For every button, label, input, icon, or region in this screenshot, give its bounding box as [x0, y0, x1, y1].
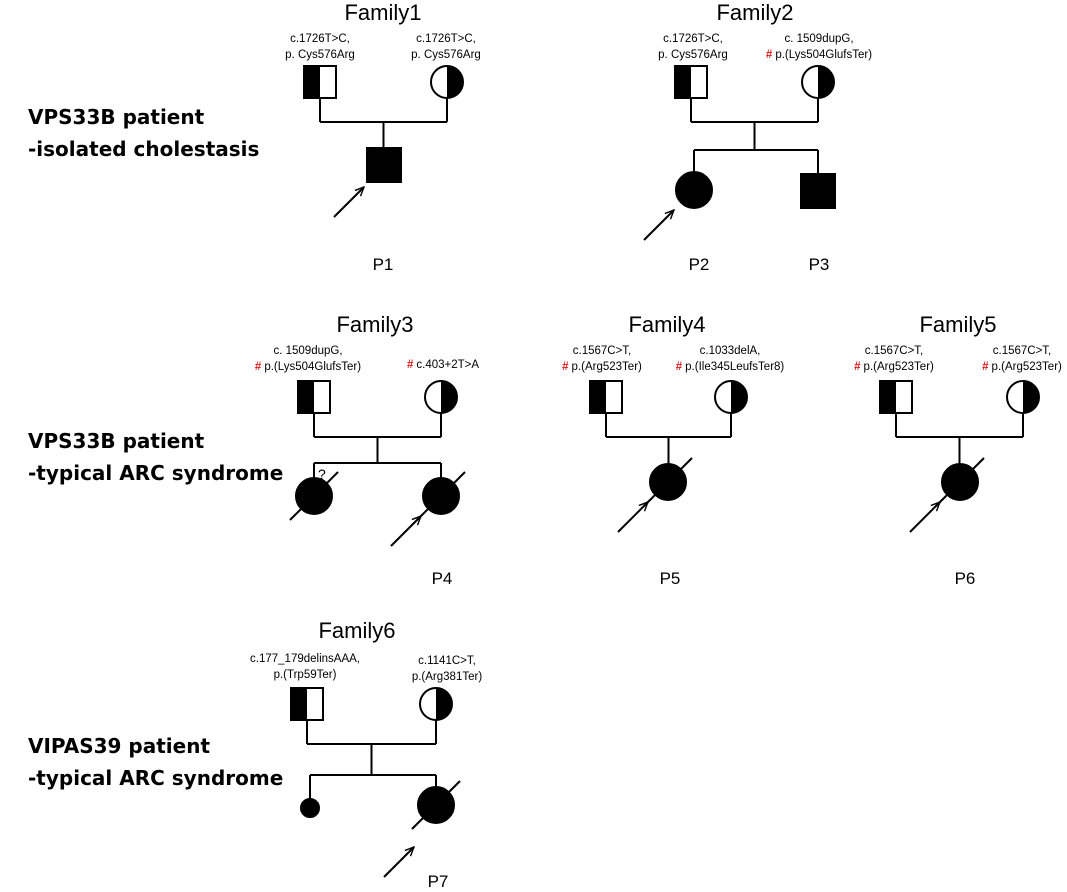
group-heading-line: -isolated cholestasis	[28, 137, 260, 161]
flag-hash-mark: #	[562, 361, 569, 373]
flag-hash-mark: #	[406, 359, 414, 371]
variant-line: p. Cys576Arg	[411, 49, 481, 61]
mother-variant: c. 1509dupG, #p.(Lys504GlufsTer)	[729, 31, 909, 63]
flag-hash-mark: #	[765, 49, 773, 61]
patient-label: P5	[659, 569, 681, 588]
variant-line: #p.(Arg523Ter)	[854, 361, 934, 373]
variant-line: c.1726T>C,	[290, 33, 350, 45]
carrier-mother-fill	[447, 66, 463, 98]
variant-line: c.1726T>C,	[416, 33, 476, 45]
father-variant: c.1726T>C, p. Cys576Arg	[603, 31, 783, 63]
family-title: Family6	[318, 618, 396, 643]
patient-label: P2	[688, 255, 710, 274]
group-heading-line: VPS33B patient	[28, 105, 205, 129]
variant-line: c.1726T>C,	[663, 33, 723, 45]
pedigree-line	[935, 457, 985, 507]
variant-line: #p.(Lys504GlufsTer)	[765, 49, 873, 61]
group-heading-line: -typical ARC syndrome	[28, 766, 284, 790]
variant-line: #p.(Arg523Ter)	[982, 361, 1062, 373]
variant-line: c.1033delA,	[699, 345, 761, 357]
carrier-father-fill	[590, 381, 606, 413]
variant-line: c.1567C>T,	[572, 345, 632, 357]
father-variant: c. 1509dupG, #p.(Lys504GlufsTer)	[218, 343, 398, 375]
group-heading-1: VPS33B patient -isolated cholestasis	[28, 101, 259, 165]
father-variant: c.1567C>T, #p.(Arg523Ter)	[512, 343, 692, 375]
proband-arrow	[333, 187, 364, 218]
carrier-father-fill	[298, 381, 314, 413]
carrier-mother-fill	[436, 688, 452, 720]
mother-variant: c.1726T>C, p. Cys576Arg	[356, 31, 536, 63]
mother-variant: c.1033delA, #p.(Ile345LeufsTer8)	[640, 343, 820, 375]
patient-label: P1	[372, 255, 394, 274]
affected-male-square	[366, 147, 402, 183]
family-title: Family4	[628, 312, 706, 337]
variant-line: c. 1509dupG,	[273, 345, 343, 357]
family-title: Family5	[919, 312, 997, 337]
pedigree-line	[289, 471, 339, 521]
variant-line: c.177_179delinsAAA,	[250, 653, 360, 665]
variant-line: p.(Arg381Ter)	[411, 671, 483, 683]
family-title: Family2	[716, 0, 794, 25]
affected-female-circle	[300, 798, 320, 818]
patient-label: P3	[808, 255, 830, 274]
father-variant: c.1726T>C, p. Cys576Arg	[230, 31, 410, 63]
variant-line: c. 1509dupG,	[784, 33, 854, 45]
group-heading-2: VPS33B patient -typical ARC syndrome	[28, 425, 283, 489]
variant-line: c.1141C>T,	[418, 655, 476, 667]
carrier-father-fill	[880, 381, 896, 413]
family-title: Family3	[336, 312, 414, 337]
pedigree-line	[643, 457, 693, 507]
father-variant: c.1567C>T, #p.(Arg523Ter)	[804, 343, 984, 375]
unknown-status-mark: ?	[318, 466, 326, 482]
group-heading-line: VIPAS39 patient	[28, 734, 211, 758]
family-title: Family1	[344, 0, 422, 25]
mother-variant: #c.403+2T>A	[353, 357, 533, 373]
carrier-father-fill	[304, 66, 320, 98]
variant-line: #p.(Lys504GlufsTer)	[254, 361, 362, 373]
variant-line: p. Cys576Arg	[658, 49, 728, 61]
proband-arrow	[643, 210, 674, 241]
carrier-mother-fill	[731, 381, 747, 413]
father-variant: c.177_179delinsAAA, p.(Trp59Ter)	[215, 651, 395, 683]
patient-label: P4	[431, 569, 453, 588]
affected-male-square	[800, 173, 836, 209]
carrier-father-fill	[291, 688, 307, 720]
proband-arrow	[909, 502, 940, 533]
carrier-mother-fill	[818, 66, 834, 98]
flag-hash-mark: #	[675, 361, 683, 373]
patient-label: P7	[427, 872, 449, 891]
flag-hash-mark: #	[254, 361, 262, 373]
proband-arrow	[617, 502, 648, 533]
pedigree-line	[411, 780, 461, 830]
group-heading-line: -typical ARC syndrome	[28, 461, 284, 485]
affected-female-circle	[675, 171, 713, 209]
mother-variant: c.1567C>T, #p.(Arg523Ter)	[932, 343, 1067, 375]
carrier-mother-fill	[441, 381, 457, 413]
group-heading-line: VPS33B patient	[28, 429, 205, 453]
patient-label: P6	[954, 569, 976, 588]
variant-line: p. Cys576Arg	[285, 49, 355, 61]
carrier-mother-fill	[1023, 381, 1039, 413]
variant-line: #c.403+2T>A	[406, 359, 480, 371]
group-heading-3: VIPAS39 patient -typical ARC syndrome	[28, 730, 283, 794]
variant-line: c.1567C>T,	[864, 345, 924, 357]
flag-hash-mark: #	[854, 361, 861, 373]
variant-line: #p.(Arg523Ter)	[562, 361, 642, 373]
flag-hash-mark: #	[982, 361, 989, 373]
mother-variant: c.1141C>T, p.(Arg381Ter)	[357, 653, 537, 685]
variant-line: c.1567C>T,	[992, 345, 1052, 357]
proband-arrow	[390, 516, 421, 547]
pedigree-line	[416, 471, 466, 521]
variant-line: p.(Trp59Ter)	[273, 669, 337, 681]
carrier-father-fill	[675, 66, 691, 98]
proband-arrow	[383, 847, 414, 878]
variant-line: #p.(Ile345LeufsTer8)	[675, 361, 785, 373]
